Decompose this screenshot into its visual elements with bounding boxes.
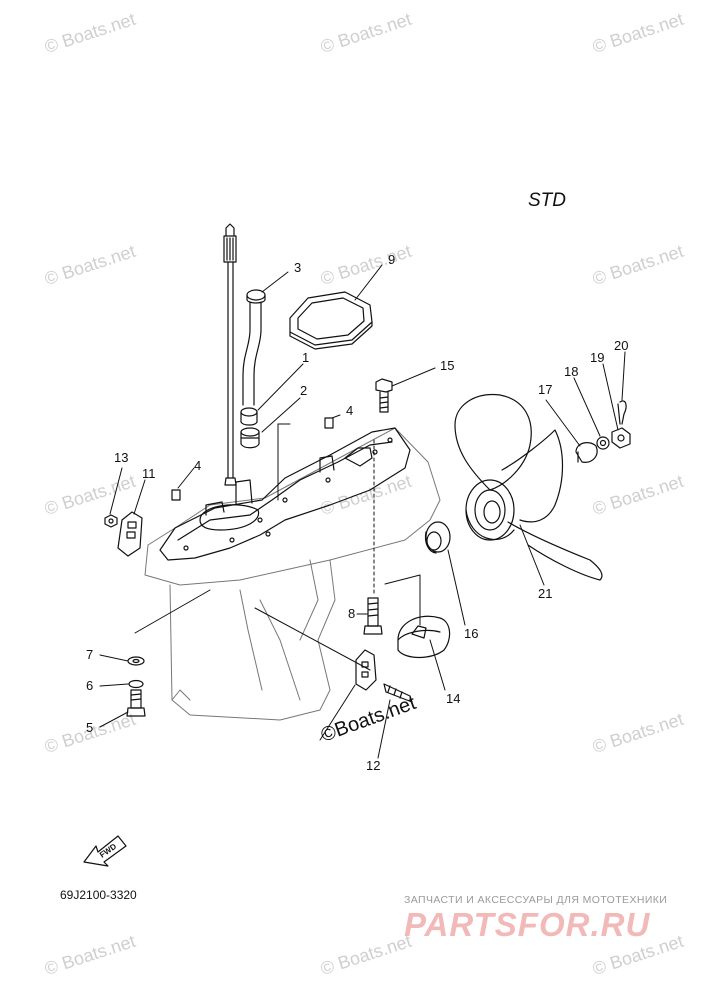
trim-tab <box>397 615 451 659</box>
callout-2: 2 <box>300 383 307 398</box>
bolt-8 <box>363 597 383 635</box>
callout-4: 4 <box>346 403 353 418</box>
callout-20: 20 <box>614 338 628 353</box>
callout-3: 3 <box>294 260 301 275</box>
drawing-code: 69J2100-3320 <box>60 888 137 902</box>
gasket <box>289 291 373 350</box>
callout-18: 18 <box>564 364 578 379</box>
callout-19: 19 <box>590 350 604 365</box>
water-tube <box>240 289 266 449</box>
callout-5: 5 <box>86 720 93 735</box>
shop-caption: ЗАПЧАСТИ И АКСЕССУАРЫ ДЛЯ МОТОТЕХНИКИ <box>404 894 668 906</box>
callout-9: 9 <box>388 252 395 267</box>
propeller <box>454 393 603 581</box>
callout-14: 14 <box>446 691 460 706</box>
prop-hardware <box>575 400 631 463</box>
callout-6: 6 <box>86 678 93 693</box>
callout-16: 16 <box>464 626 478 641</box>
thrust-washer <box>424 521 451 554</box>
std-label: STD <box>528 190 566 211</box>
callout-17: 17 <box>538 382 552 397</box>
callout-4: 4 <box>194 458 201 473</box>
fwd-label: FWD <box>98 842 118 860</box>
shop-logo: PARTSFOR.RU <box>404 906 651 943</box>
lower-casing <box>144 427 441 721</box>
fwd-arrow <box>83 835 127 867</box>
anode-front <box>104 511 143 557</box>
callout-8: 8 <box>348 606 355 621</box>
callout-12: 12 <box>366 758 380 773</box>
callout-numbers: 3 9 1 2 4 4 15 13 11 7 6 5 8 17 18 19 20… <box>86 252 628 860</box>
anode-rear <box>355 649 413 703</box>
callout-15: 15 <box>440 358 454 373</box>
callout-13: 13 <box>114 450 128 465</box>
casing-top-plate <box>159 427 411 561</box>
drive-shaft <box>223 223 237 486</box>
callout-1: 1 <box>302 350 309 365</box>
bolt <box>375 378 393 413</box>
dowel-pin <box>171 417 334 501</box>
bolt-5 <box>126 656 146 717</box>
callout-7: 7 <box>86 647 93 662</box>
reference-lines <box>134 423 421 741</box>
callout-11: 11 <box>142 466 156 481</box>
leader-lines <box>99 264 626 759</box>
callout-21: 21 <box>538 586 552 601</box>
